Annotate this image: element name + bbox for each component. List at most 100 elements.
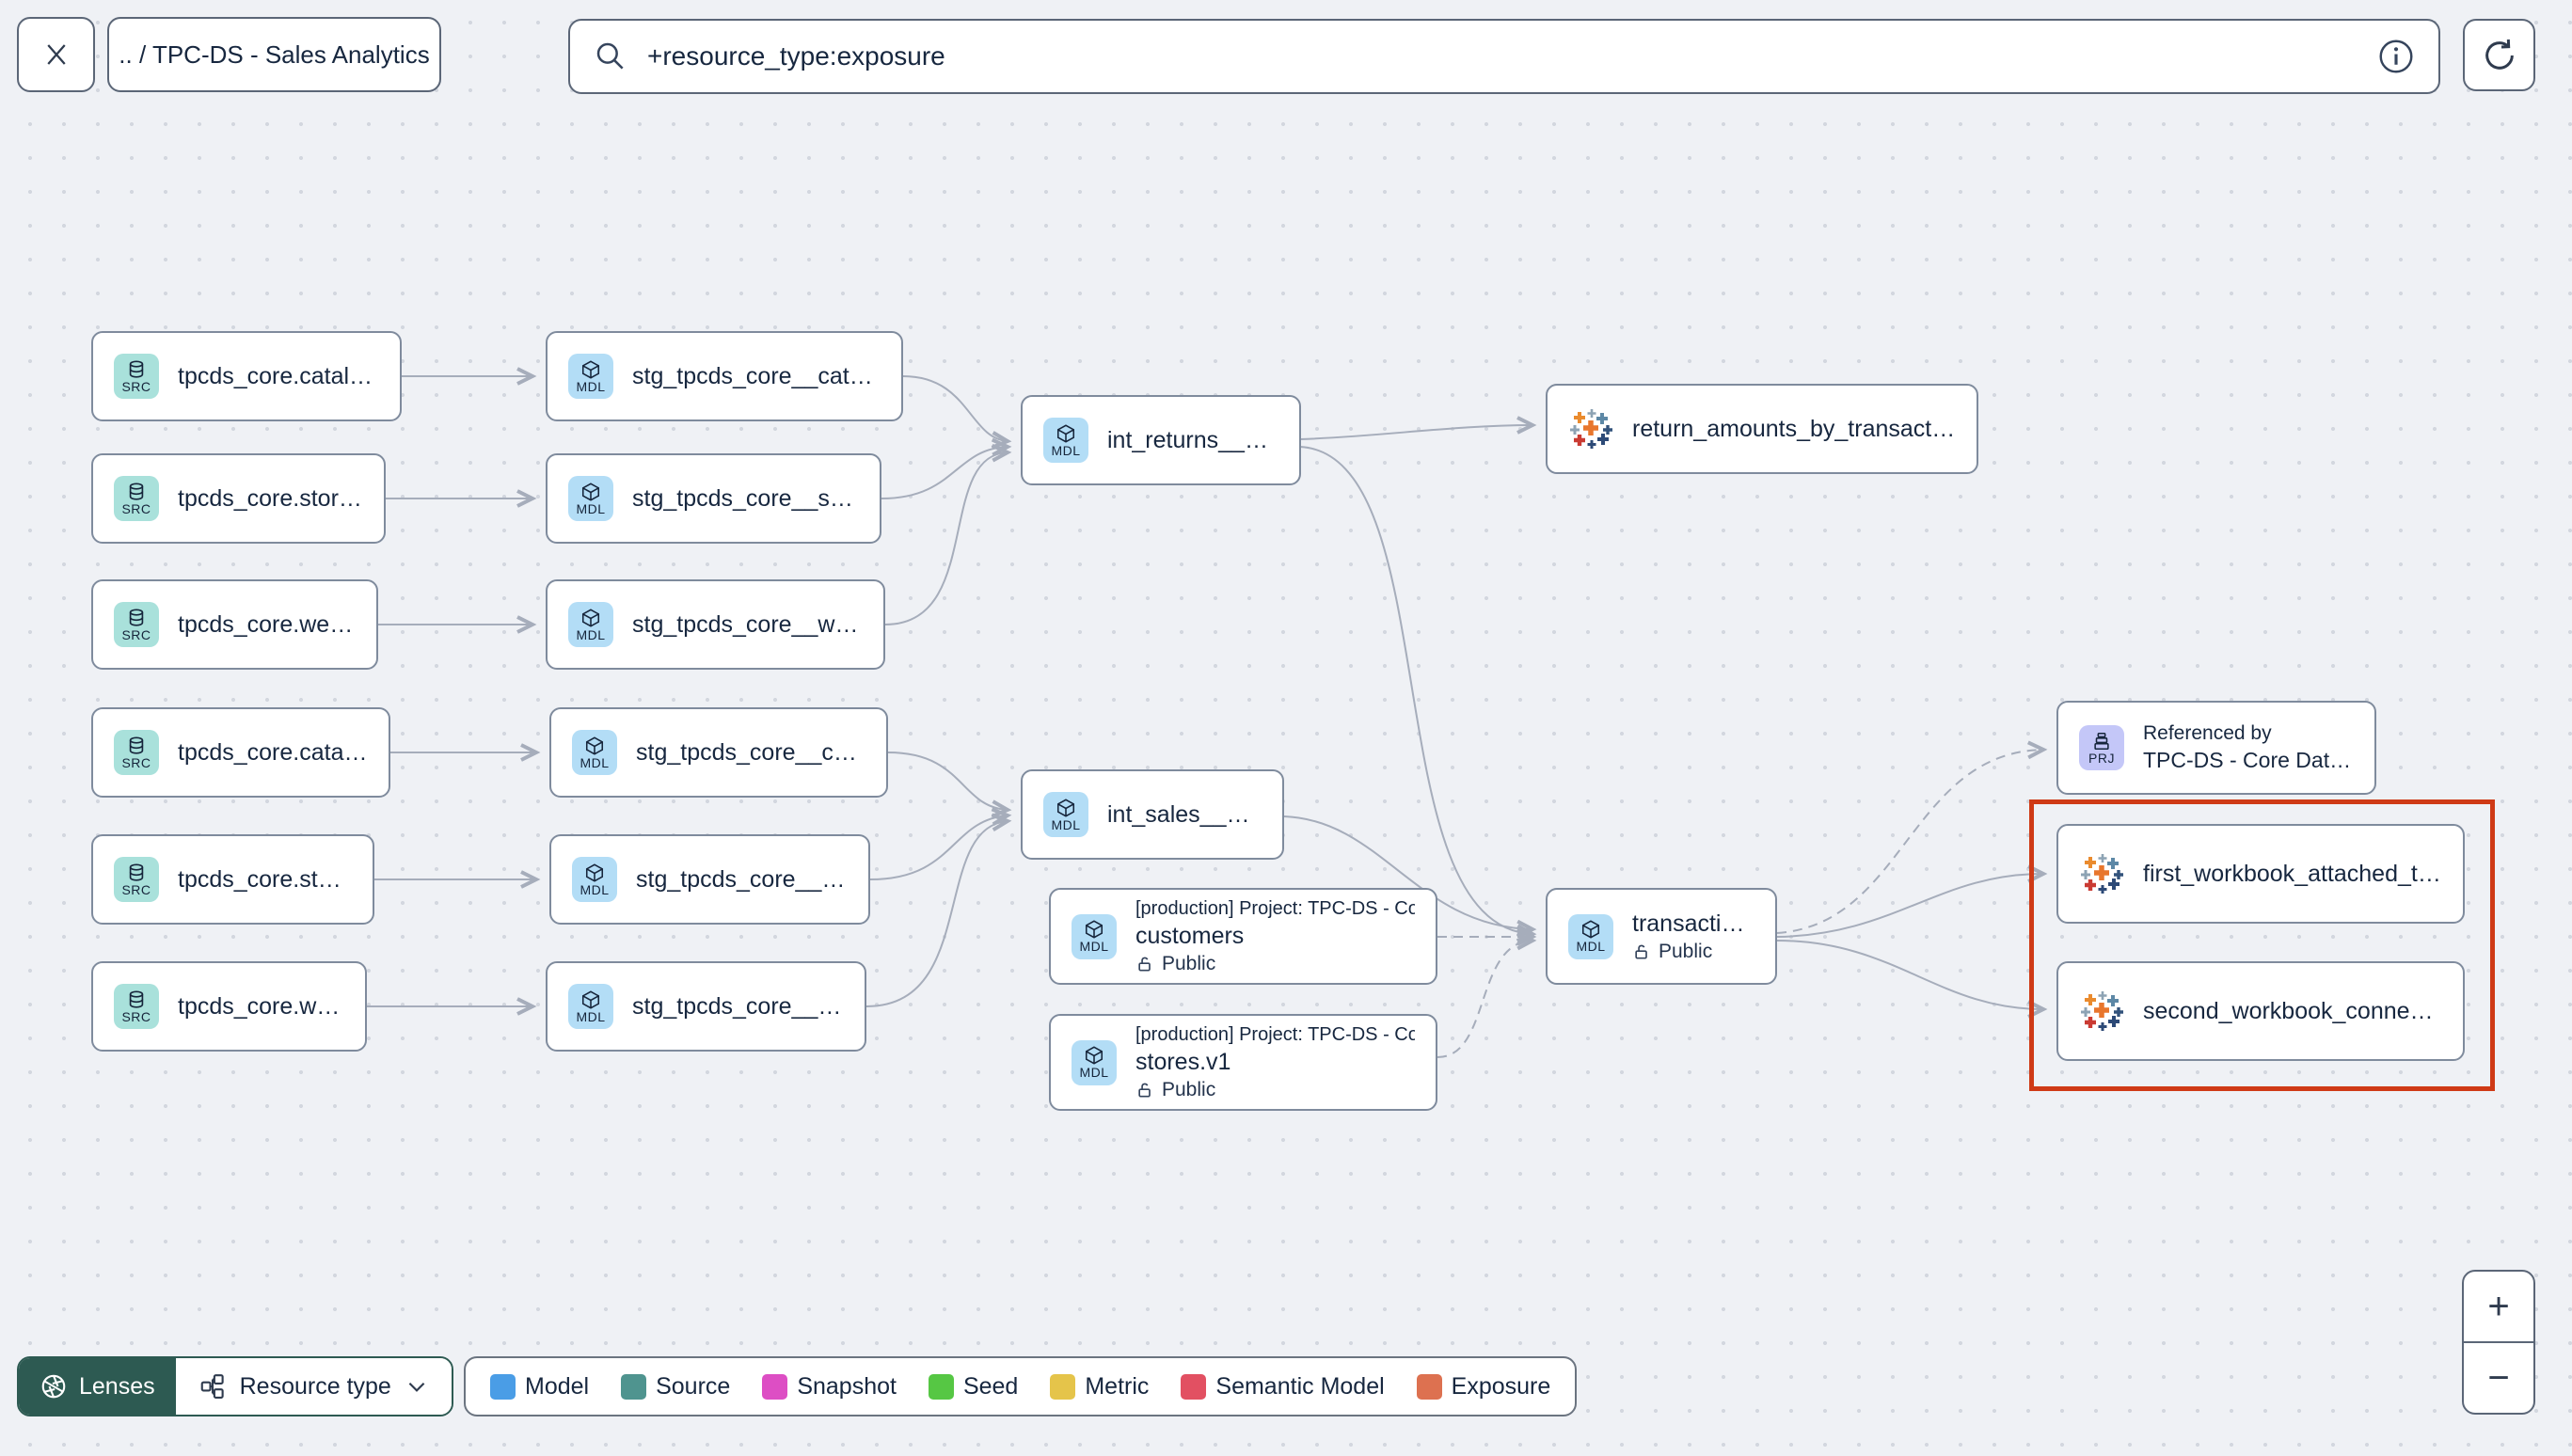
info-icon[interactable]: [2376, 37, 2416, 76]
cube-icon: [585, 736, 604, 755]
model-swatch: [490, 1373, 516, 1400]
seed-swatch: [928, 1373, 954, 1400]
model-badge: MDL: [572, 857, 617, 902]
node-label: tpcds_core.catalog_returns: [178, 362, 379, 389]
tableau-icon: [2081, 854, 2123, 894]
node-label: stg_tpcds_core__web_sales: [632, 992, 844, 1020]
database-icon: [129, 736, 144, 754]
resource-type-legend: Model Source Snapshot Seed Metric Semant…: [464, 1356, 1578, 1416]
selection-highlight-box: [2029, 799, 2495, 1091]
database-icon: [129, 608, 144, 626]
node-source-web-sales[interactable]: SRC tpcds_core.web_sales: [91, 961, 367, 1052]
node-source-store-returns[interactable]: SRC tpcds_core.store_returns: [91, 453, 386, 544]
node-stg-web-sales[interactable]: MDL stg_tpcds_core__web_sales: [546, 961, 866, 1052]
model-badge: MDL: [1072, 913, 1117, 959]
legend-item-model: Model: [490, 1373, 589, 1401]
node-label: tpcds_core.store_returns: [178, 484, 363, 512]
node-label: customers: [1135, 922, 1245, 949]
node-source-store-sales[interactable]: SRC tpcds_core.store_sales: [91, 834, 374, 925]
node-stg-store-sales[interactable]: MDL stg_tpcds_core__store_sales: [549, 834, 870, 925]
unlock-icon: [1635, 944, 1647, 958]
search-bar: [568, 19, 2440, 94]
database-icon: [129, 863, 144, 881]
unlock-icon: [1138, 1083, 1151, 1097]
node-label: stg_tpcds_core__catalog_returns: [632, 362, 881, 389]
node-first-workbook[interactable]: first_workbook_attached_to_tpc-ds_-_…: [2056, 824, 2465, 924]
database-icon: [129, 359, 144, 378]
model-badge: MDL: [1043, 792, 1088, 837]
cube-icon: [581, 482, 600, 501]
node-label: second_workbook_connected_to_live…: [2143, 997, 2442, 1024]
model-badge: MDL: [568, 602, 613, 647]
stack-icon: [2094, 732, 2109, 750]
legend-item-metric: Metric: [1050, 1373, 1149, 1401]
breadcrumb[interactable]: .. / TPC-DS - Sales Analytics: [107, 17, 441, 92]
node-stg-web-returns[interactable]: MDL stg_tpcds_core__web_returns: [546, 579, 885, 670]
resource-graph-icon: [200, 1374, 224, 1399]
node-int-returns-unioned[interactable]: MDL int_returns__unioned: [1021, 395, 1301, 485]
breadcrumb-label: .. / TPC-DS - Sales Analytics: [119, 40, 430, 69]
semantic-model-swatch: [1181, 1373, 1207, 1400]
lenses-toolbar: Lenses Resource type: [17, 1356, 453, 1416]
model-badge: MDL: [568, 984, 613, 1029]
cube-icon: [581, 359, 600, 379]
resource-type-label: Resource type: [239, 1372, 391, 1400]
metric-swatch: [1050, 1373, 1076, 1400]
source-badge: SRC: [114, 857, 159, 902]
node-source-catalog-returns[interactable]: SRC tpcds_core.catalog_returns: [91, 331, 402, 421]
node-stg-catalog-returns[interactable]: MDL stg_tpcds_core__catalog_returns: [546, 331, 903, 421]
legend-item-exposure: Exposure: [1416, 1373, 1550, 1401]
node-stores-v1[interactable]: MDL [production] Project: TPC-DS - Core …: [1049, 1014, 1437, 1111]
source-badge: SRC: [114, 476, 159, 521]
legend-item-snapshot: Snapshot: [762, 1373, 897, 1401]
node-label: tpcds_core.web_sales: [178, 992, 344, 1020]
model-badge: MDL: [1072, 1039, 1117, 1085]
refresh-button[interactable]: [2463, 19, 2535, 91]
node-int-sales-unioned[interactable]: MDL int_sales__unioned: [1021, 769, 1284, 860]
close-button[interactable]: [17, 17, 95, 92]
zoom-divider: [2464, 1341, 2533, 1343]
node-label: stg_tpcds_core__web_returns: [632, 610, 863, 638]
node-label: stg_tpcds_core__catalog_sales: [636, 738, 865, 766]
cube-icon: [1056, 423, 1075, 443]
node-customers[interactable]: MDL [production] Project: TPC-DS - Core …: [1049, 888, 1437, 985]
snapshot-swatch: [762, 1373, 788, 1400]
node-stg-store-returns[interactable]: MDL stg_tpcds_core__store_returns: [546, 453, 881, 544]
cube-icon: [1581, 920, 1600, 939]
close-icon: [46, 44, 66, 65]
zoom-out-button[interactable]: −: [2487, 1356, 2510, 1399]
node-exposure-return-amounts[interactable]: return_amounts_by_transaction_type: [1546, 384, 1978, 474]
node-stg-catalog-sales[interactable]: MDL stg_tpcds_core__catalog_sales: [549, 707, 888, 798]
node-label: int_returns__unioned: [1107, 426, 1278, 453]
node-label: stg_tpcds_core__store_sales: [636, 865, 848, 893]
search-icon: [596, 42, 624, 70]
node-label: tpcds_core.store_sales: [178, 865, 352, 893]
zoom-controls: + −: [2462, 1270, 2535, 1415]
node-project-line: [production] Project: TPC-DS - Core Data…: [1135, 897, 1415, 919]
chevron-down-icon: [408, 1382, 425, 1392]
node-source-catalog-sales[interactable]: SRC tpcds_core.catalog_sales: [91, 707, 390, 798]
tableau-icon: [2081, 991, 2123, 1031]
project-badge: PRJ: [2079, 725, 2124, 770]
search-input[interactable]: [645, 40, 2359, 72]
source-badge: SRC: [114, 730, 159, 775]
database-icon: [129, 989, 144, 1008]
node-source-web-returns[interactable]: SRC tpcds_core.web_returns: [91, 579, 378, 670]
zoom-in-button[interactable]: +: [2487, 1285, 2510, 1327]
cube-icon: [1085, 1046, 1103, 1065]
node-label: tpcds_core.web_returns: [178, 610, 356, 638]
unlock-icon: [1138, 957, 1151, 971]
node-label: return_amounts_by_transaction_type: [1632, 415, 1956, 442]
node-referenced-by-project[interactable]: PRJ Referenced by TPC-DS - Core Data Mod…: [2056, 701, 2376, 795]
node-label: TPC-DS - Core Data Models: [2143, 748, 2354, 772]
model-badge: MDL: [568, 354, 613, 399]
source-badge: SRC: [114, 354, 159, 399]
lenses-button[interactable]: Lenses: [19, 1358, 176, 1415]
node-second-workbook[interactable]: second_workbook_connected_to_live…: [2056, 961, 2465, 1061]
source-badge: SRC: [114, 984, 159, 1029]
node-transactions[interactable]: MDL transactions Public: [1546, 888, 1777, 985]
resource-type-dropdown[interactable]: Resource type: [175, 1358, 452, 1415]
node-label: transactions: [1632, 910, 1754, 937]
exposure-swatch: [1416, 1373, 1442, 1400]
